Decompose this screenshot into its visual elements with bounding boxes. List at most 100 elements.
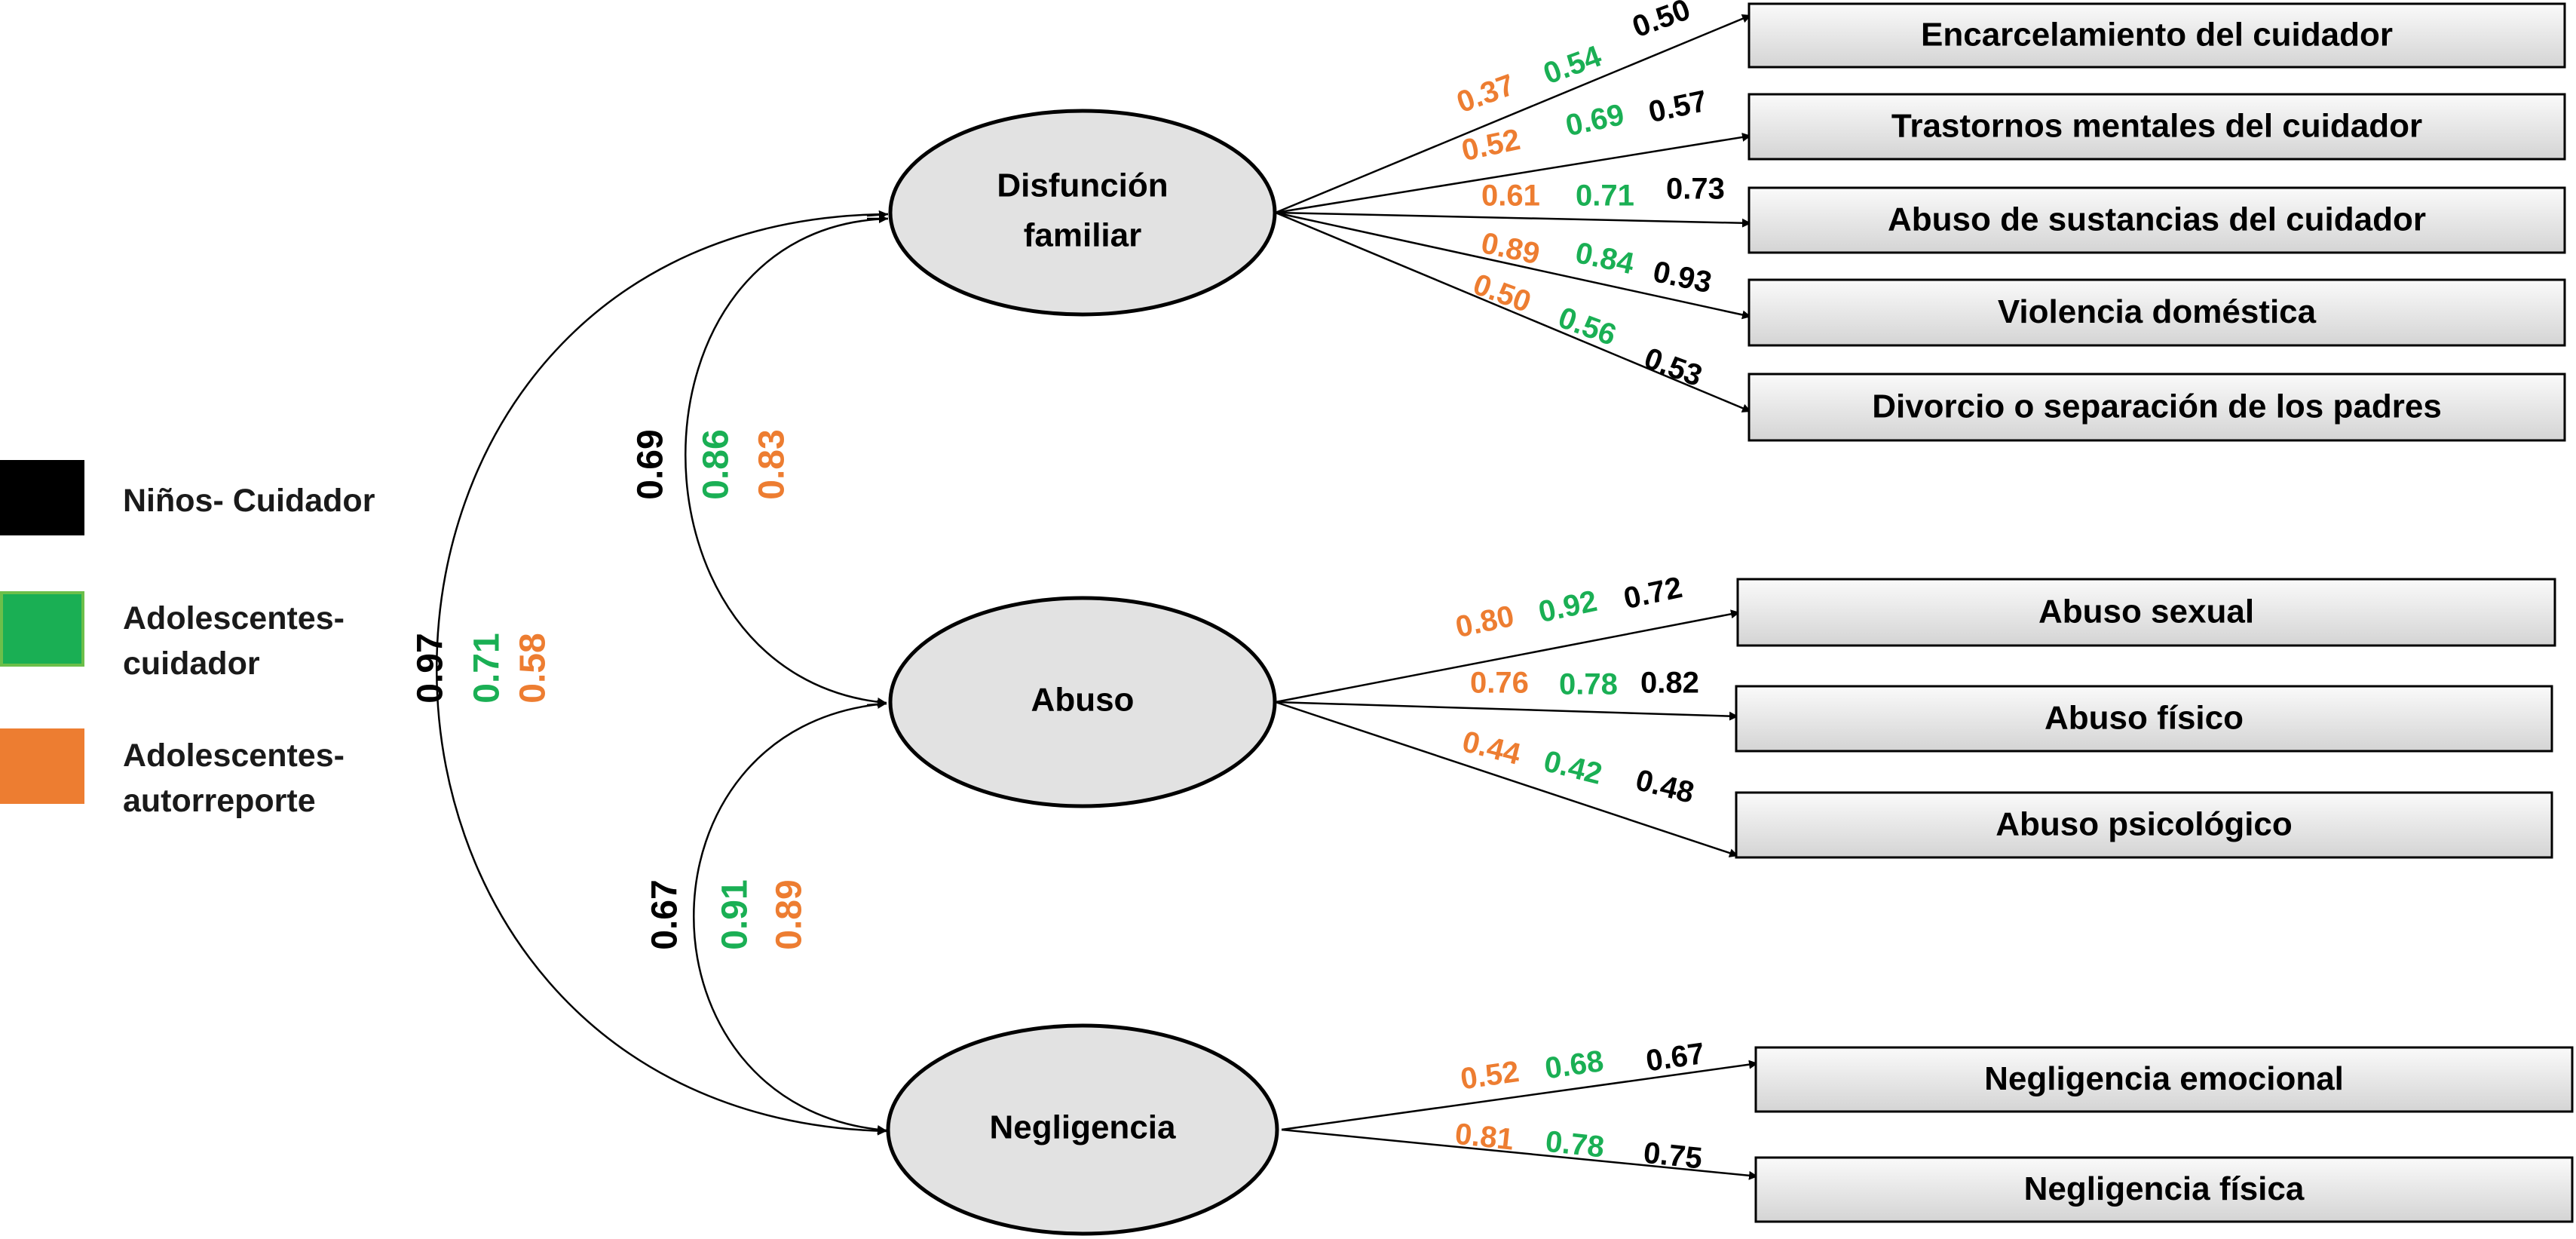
legend-label: Niños- Cuidador (123, 483, 375, 519)
loading-label-green: 0.78 (1559, 668, 1618, 701)
loading-label-orange: 0.52 (1459, 1055, 1521, 1096)
correlation-arc-disfuncion-abuso (685, 217, 889, 707)
legend-label: Adolescentes- autorreporte (123, 738, 345, 819)
indicator-rect (1736, 578, 2556, 647)
indicator-rect (1754, 1156, 2574, 1223)
loading-arrow (1275, 211, 1752, 228)
indicator-rect (1735, 791, 2553, 859)
loading-label-orange: 0.89 (1478, 226, 1542, 271)
indicator-rect (1747, 186, 2566, 254)
correlation-label-orange: 0.89 (770, 879, 810, 949)
loading-label-green: 0.84 (1573, 236, 1637, 281)
indicator-box: Abuso psicológico (1735, 791, 2553, 859)
loading-label-green: 0.68 (1543, 1044, 1606, 1085)
indicator-box: Negligencia emocional (1754, 1046, 2574, 1113)
loading-label-black: 0.48 (1632, 763, 1697, 810)
loading-label-green: 0.54 (1539, 39, 1607, 90)
indicator-label: Encarcelamiento del cuidador (1921, 17, 2393, 54)
factor-ellipse (886, 1023, 1279, 1236)
indicator-box: Abuso físico (1735, 685, 2553, 753)
indicator-label: Abuso sexual (2038, 593, 2254, 630)
correlation-label-orange: 0.83 (752, 429, 792, 499)
loading-label-black: 0.72 (1621, 571, 1685, 615)
indicator-rect (1754, 1046, 2574, 1113)
indicator-box: Encarcelamiento del cuidador (1747, 2, 2566, 69)
loading-label-black: 0.93 (1650, 255, 1714, 299)
loading-label-black: 0.67 (1644, 1037, 1707, 1078)
factor-label: Negligencia (990, 1109, 1176, 1146)
legend-item-ninos-cuidador: Niños- Cuidador (0, 460, 422, 543)
loading-arrow (1275, 609, 1741, 704)
loading-label-orange: 0.81 (1453, 1118, 1515, 1157)
indicator-box: Abuso sexual (1736, 578, 2556, 647)
legend: Niños- Cuidador Adolescentes- cuidador A… (0, 460, 422, 852)
indicator-rect (1747, 278, 2566, 347)
correlation-arrow-start (866, 699, 887, 709)
loading-arrow (1281, 1128, 1759, 1180)
loading-arrow (1275, 132, 1752, 214)
factor-label: familiar (1024, 217, 1142, 254)
loading-label-orange: 0.37 (1453, 68, 1519, 119)
indicator-rect (1747, 93, 2566, 161)
indicator-box: Divorcio o separación de los padres (1747, 373, 2566, 442)
factor-ellipse (888, 109, 1277, 317)
indicator-box: Trastornos mentales del cuidador (1747, 93, 2566, 161)
indicator-label: Negligencia emocional (1984, 1060, 2344, 1097)
correlation-label-black: 0.97 (411, 633, 451, 703)
indicator-box: Negligencia física (1754, 1156, 2574, 1223)
loading-label-orange: 0.44 (1459, 725, 1524, 771)
correlation-label-orange: 0.58 (513, 633, 553, 703)
indicator-rect (1735, 685, 2553, 753)
loading-arrow (1275, 701, 1739, 721)
loading-label-orange: 0.80 (1453, 600, 1517, 644)
indicator-label: Abuso físico (2045, 700, 2244, 737)
loading-label-green: 0.92 (1536, 584, 1600, 629)
loading-label-green: 0.56 (1554, 301, 1620, 352)
loading-label-orange: 0.50 (1469, 268, 1535, 319)
correlation-label-green: 0.86 (697, 429, 737, 499)
loading-label-black: 0.57 (1646, 84, 1710, 129)
loading-label-black: 0.73 (1666, 173, 1725, 206)
legend-swatch-green (0, 591, 84, 667)
loading-arrow (1275, 701, 1739, 857)
correlation-arc-abuso-negligencia (693, 702, 887, 1134)
loading-label-green: 0.69 (1563, 98, 1627, 143)
indicator-label: Trastornos mentales del cuidador (1891, 108, 2422, 145)
loading-label-black: 0.50 (1628, 0, 1695, 44)
factor-label: Abuso (1031, 682, 1135, 719)
loading-label-green: 0.78 (1544, 1125, 1606, 1164)
correlation-label-green: 0.71 (467, 633, 507, 703)
indicator-box: Violencia doméstica (1747, 278, 2566, 347)
loading-label-green: 0.71 (1576, 179, 1634, 213)
loading-arrow (1281, 1060, 1759, 1131)
loading-label-orange: 0.61 (1481, 179, 1540, 213)
correlation-label-green: 0.91 (715, 879, 755, 949)
indicator-label: Abuso psicológico (1996, 806, 2293, 843)
indicator-rect (1747, 2, 2566, 69)
indicator-box: Abuso de sustancias del cuidador (1747, 186, 2566, 254)
legend-item-adolescentes-cuidador: Adolescentes- cuidador (0, 591, 422, 686)
loading-label-green: 0.42 (1540, 744, 1605, 791)
legend-item-adolescentes-autorreporte: Adolescentes- autorreporte (0, 728, 422, 823)
loading-label-black: 0.53 (1640, 342, 1706, 393)
loading-label-orange: 0.76 (1470, 667, 1529, 700)
factor-disfuncion: Disfunción familiar (888, 109, 1277, 317)
legend-swatch-black (0, 460, 84, 535)
loading-arrow (1275, 14, 1752, 214)
factor-abuso: Abuso (888, 596, 1277, 808)
indicator-rect (1747, 373, 2566, 442)
legend-swatch-orange (0, 728, 84, 804)
edges-layer (436, 14, 1759, 1180)
correlation-arrow-start (866, 210, 889, 219)
factor-negligencia: Negligencia (886, 1023, 1279, 1236)
factor-label: Disfunción (997, 167, 1168, 204)
correlation-arc-disfuncion-negligencia (436, 213, 889, 1136)
indicator-label: Negligencia física (2024, 1170, 2305, 1207)
loading-arrow (1275, 211, 1752, 320)
indicator-label: Divorcio o separación de los padres (1872, 388, 2442, 425)
loading-arrow (1275, 211, 1752, 413)
correlation-label-black: 0.69 (631, 429, 671, 499)
correlation-label-black: 0.67 (645, 879, 685, 949)
